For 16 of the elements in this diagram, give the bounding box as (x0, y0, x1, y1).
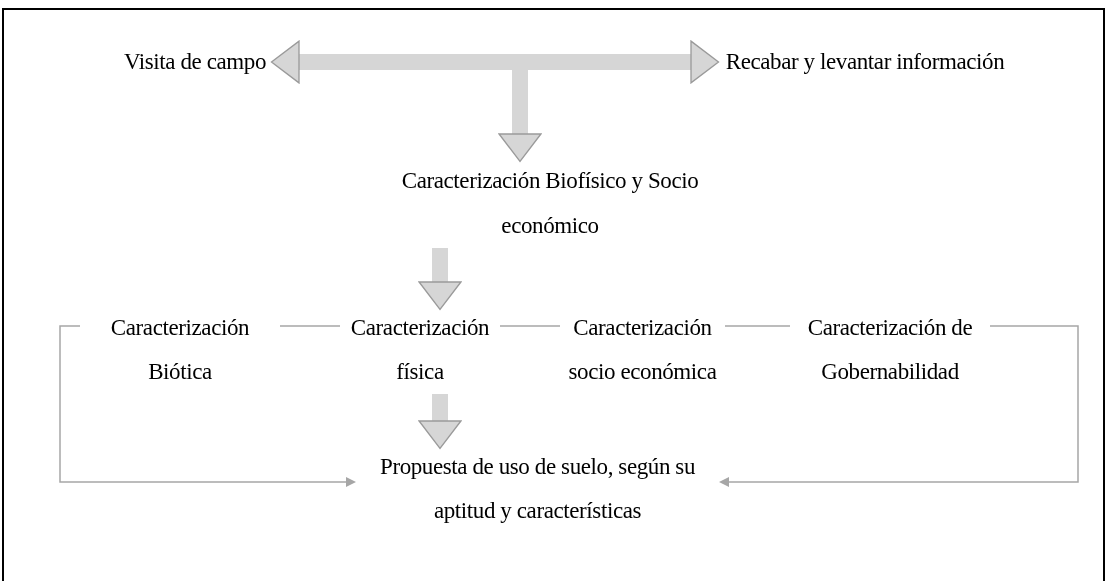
block-arrow (270, 40, 720, 84)
connector-line (724, 325, 791, 327)
node-label: Caracterización de Gobernabilidad (806, 314, 974, 386)
connector-line (499, 325, 561, 327)
block-arrow (418, 248, 462, 311)
node-label: Visita de campo (123, 48, 267, 76)
connector-line (279, 325, 341, 327)
block-arrow (418, 394, 462, 450)
node-label: Recabar y levantar información (725, 48, 1005, 76)
node-label: Caracterización Biótica (109, 314, 251, 386)
node-label: Caracterización socio económica (567, 314, 718, 386)
node-label: Caracterización física (349, 314, 491, 386)
node-label: Propuesta de uso de suelo, según su aptitud y características (379, 453, 696, 525)
node-label: Caracterización Biofísico y Socio económico (400, 167, 700, 240)
arrow (719, 325, 1079, 487)
arrow (59, 325, 356, 487)
